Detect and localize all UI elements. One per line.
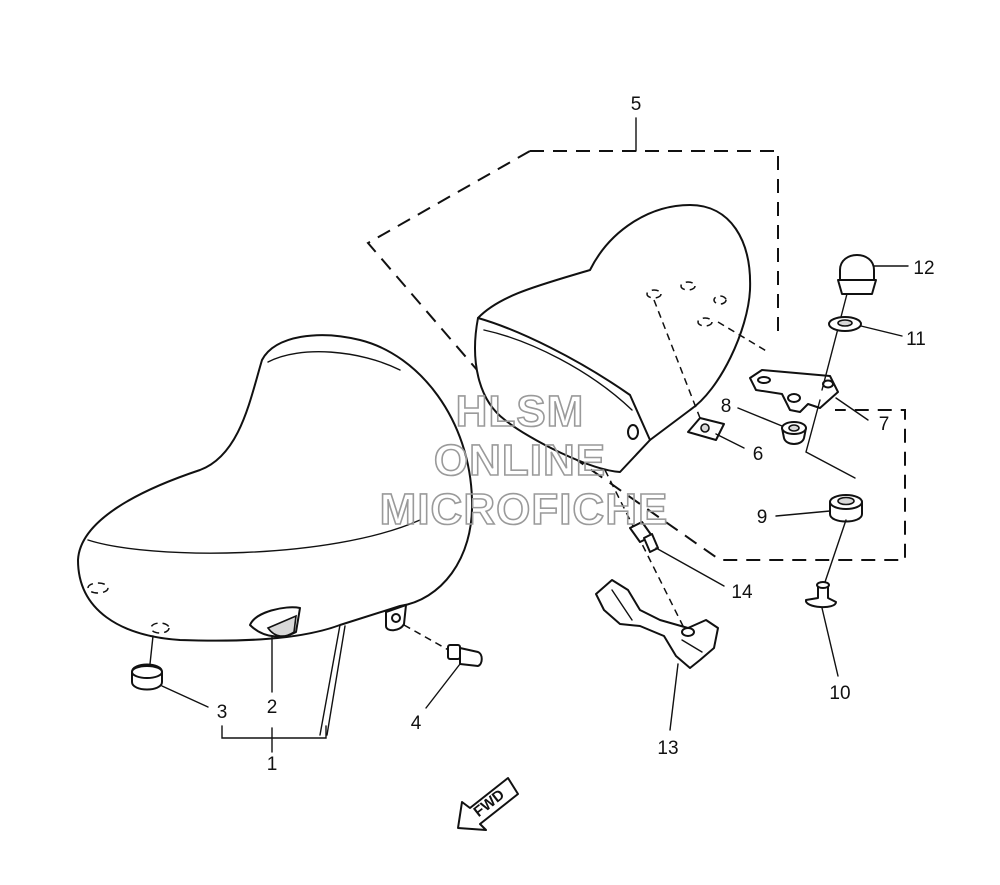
leader-13 — [669, 663, 679, 731]
callout-4: 4 — [411, 713, 422, 734]
leader-8 — [737, 407, 783, 427]
nut-8[interactable] — [781, 421, 807, 445]
leader-7 — [835, 397, 869, 421]
bracket-1 — [221, 725, 327, 739]
callout-9: 9 — [757, 507, 768, 528]
leader-10 — [821, 607, 839, 677]
callout-2: 2 — [267, 697, 278, 718]
seat-bracket-13[interactable] — [595, 579, 719, 669]
front-seat[interactable] — [77, 334, 474, 736]
rear-seat-assembly-boundary — [530, 150, 779, 338]
leader-9 — [775, 510, 831, 517]
bracket-7[interactable] — [749, 369, 839, 413]
callout-7: 7 — [879, 414, 890, 435]
grommet-9[interactable] — [829, 494, 863, 523]
rear-seat[interactable] — [474, 204, 752, 473]
callout-10: 10 — [829, 683, 850, 704]
callout-11: 11 — [906, 329, 926, 350]
watermark-line-3: MICROFICHE — [380, 485, 669, 534]
seat-mount-bracket — [385, 604, 407, 632]
callout-14: 14 — [731, 582, 753, 603]
callout-1: 1 — [267, 754, 278, 775]
leader-4 — [425, 663, 461, 709]
leader-3 — [161, 685, 209, 708]
cap-stack-axis — [821, 289, 849, 391]
damper-3[interactable] — [131, 635, 163, 691]
bolt-4-axis — [403, 624, 453, 653]
bracket-7-axis — [717, 321, 769, 353]
seat-emblem-tab[interactable] — [249, 606, 301, 638]
collar-10[interactable] — [805, 581, 837, 608]
callout-3: 3 — [217, 702, 228, 723]
watermark-line-1: HLSM — [456, 387, 585, 436]
watermark-line-2: ONLINE — [434, 436, 606, 485]
cap-nut-12[interactable] — [837, 254, 877, 295]
leader-6 — [715, 433, 745, 449]
leader-11 — [860, 325, 903, 337]
bolt-4[interactable] — [447, 644, 483, 667]
leader-14 — [655, 547, 725, 587]
rear-seat-assembly-boundary-left — [366, 150, 906, 561]
callout-12: 12 — [913, 258, 934, 279]
callout-8: 8 — [721, 396, 732, 417]
grommet-9-axis — [805, 399, 856, 479]
bolt-14[interactable] — [629, 521, 659, 553]
washer-11[interactable] — [828, 316, 862, 332]
watermark: HLSM ONLINE MICROFICHE — [379, 386, 669, 535]
callout-6: 6 — [753, 444, 764, 465]
callout-13: 13 — [657, 738, 678, 759]
bolt-14-axis — [604, 469, 691, 641]
collar-10-axis — [823, 519, 847, 586]
nut-6-axis — [653, 299, 701, 419]
nut-plate-6[interactable] — [687, 417, 725, 441]
callout-5: 5 — [631, 94, 642, 115]
fwd-direction-arrow: FWD — [457, 777, 519, 831]
